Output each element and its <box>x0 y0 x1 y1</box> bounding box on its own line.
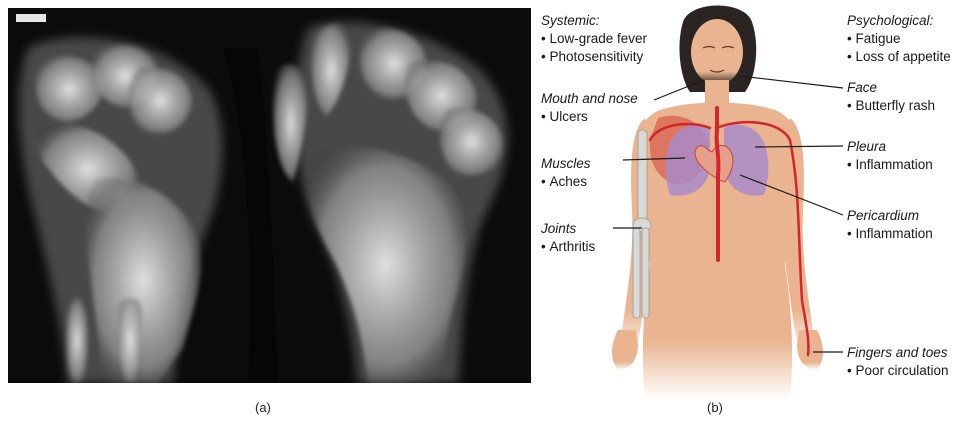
xray-hands-drawing <box>8 8 531 383</box>
label-systemic-title: Systemic: <box>541 12 647 30</box>
label-fingers-toes-item: Poor circulation <box>847 362 949 380</box>
label-pleura-title: Pleura <box>847 138 933 156</box>
label-systemic-item: Low-grade fever <box>541 30 647 48</box>
label-fingers-toes: Fingers and toes Poor circulation <box>847 344 949 380</box>
label-pericardium-item: Inflammation <box>847 225 933 243</box>
hand-xray-image <box>8 8 531 383</box>
label-muscles-item: Aches <box>541 173 591 191</box>
label-pleura: Pleura Inflammation <box>847 138 933 174</box>
label-systemic-item: Photosensitivity <box>541 48 647 66</box>
label-muscles: Muscles Aches <box>541 155 591 191</box>
label-pericardium-title: Pericardium <box>847 207 933 225</box>
label-face-item: Butterfly rash <box>847 97 935 115</box>
label-joints-item: Arthritis <box>541 238 595 256</box>
label-mouth-nose-title: Mouth and nose <box>541 90 638 108</box>
label-psychological: Psychological: Fatigue Loss of appetite <box>847 12 951 66</box>
caption-b: (b) <box>707 400 723 415</box>
label-face-title: Face <box>847 79 935 97</box>
label-mouth-nose-item: Ulcers <box>541 108 638 126</box>
label-fingers-toes-title: Fingers and toes <box>847 344 949 362</box>
label-systemic: Systemic: Low-grade fever Photosensitivi… <box>541 12 647 66</box>
label-joints: Joints Arthritis <box>541 220 595 256</box>
label-joints-title: Joints <box>541 220 595 238</box>
caption-a: (a) <box>255 400 271 415</box>
film-marker <box>16 14 46 22</box>
label-muscles-title: Muscles <box>541 155 591 173</box>
label-psychological-item: Fatigue <box>847 30 951 48</box>
label-psychological-title: Psychological: <box>847 12 951 30</box>
label-mouth-nose: Mouth and nose Ulcers <box>541 90 638 126</box>
label-pericardium: Pericardium Inflammation <box>847 207 933 243</box>
label-psychological-item: Loss of appetite <box>847 48 951 66</box>
label-face: Face Butterfly rash <box>847 79 935 115</box>
label-pleura-item: Inflammation <box>847 156 933 174</box>
